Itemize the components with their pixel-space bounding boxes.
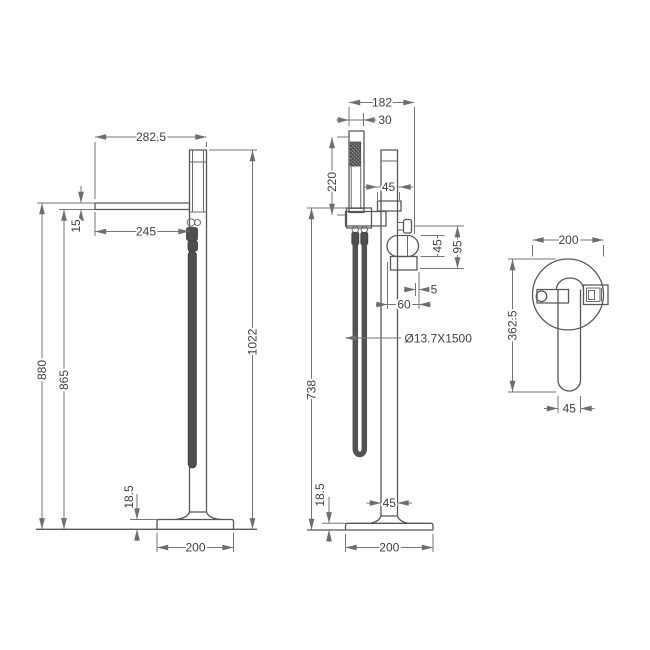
front-view-dimensions: 182 30 220 45 45 95 xyxy=(303,94,475,557)
dim-side-spout-thickness: 15 xyxy=(69,219,83,233)
dim-front-overall-width: 182 xyxy=(372,96,392,110)
side-hose-coupling-2 xyxy=(194,219,201,226)
top-holder-arm xyxy=(536,288,570,304)
front-diverter-knob xyxy=(402,218,413,234)
side-hose-nut xyxy=(186,227,198,241)
dim-side-spout-reach: 282.5 xyxy=(136,130,166,144)
top-spout xyxy=(557,289,582,392)
top-handle-inner xyxy=(586,287,601,302)
dim-front-handle-reach: 60 xyxy=(397,298,411,312)
front-handshower xyxy=(348,130,365,214)
front-hose-nut-2 xyxy=(360,232,369,245)
side-shower-hose xyxy=(187,250,197,469)
side-base-fillet xyxy=(175,511,221,521)
front-diverter-stem xyxy=(397,222,404,231)
dim-top-base-diameter: 200 xyxy=(558,233,578,247)
side-view: 282.5 1022 880 865 15 245 18.5 xyxy=(33,128,262,557)
top-holder-end xyxy=(535,290,548,303)
dim-front-handset-length: 220 xyxy=(325,172,339,192)
top-view-object xyxy=(531,258,609,392)
top-base-plate xyxy=(531,258,605,331)
front-shower-hose-loop xyxy=(352,244,368,458)
dim-front-base-thickness: 18.5 xyxy=(313,483,327,507)
front-handshower-lines xyxy=(349,166,364,209)
dim-front-riser-height: 738 xyxy=(305,380,319,400)
top-handle-detail xyxy=(588,290,595,300)
side-hose-coupling xyxy=(186,218,196,227)
front-view-object xyxy=(307,130,434,531)
front-lever-handle xyxy=(386,234,420,258)
dim-front-valve-height: 95 xyxy=(451,240,465,254)
side-view-dimensions: 282.5 1022 880 865 15 245 18.5 xyxy=(33,128,262,557)
dim-front-spout-body-width: 45 xyxy=(382,180,396,194)
side-handset-lines xyxy=(189,150,207,213)
dim-side-spout-bottom-height: 865 xyxy=(57,370,71,390)
dim-side-spout-projection: 245 xyxy=(136,225,156,239)
side-hose-nut-2 xyxy=(187,240,198,252)
dim-side-base-diameter: 200 xyxy=(185,541,205,555)
dim-side-overall-height: 1022 xyxy=(246,328,260,355)
dim-front-handset-diameter: 30 xyxy=(378,113,392,127)
top-column-dome xyxy=(555,277,585,290)
dim-front-riser-width: 45 xyxy=(383,496,397,510)
front-valve-body xyxy=(389,255,418,271)
dim-front-hose-spec: Ø13.7X1500 xyxy=(405,332,473,346)
side-base-plate xyxy=(156,518,235,530)
dim-front-base-diameter: 200 xyxy=(379,541,399,555)
front-base-plate xyxy=(344,522,434,530)
top-view: 200 362.5 45 xyxy=(504,231,609,418)
front-handshower-grip xyxy=(349,141,362,167)
front-holder-clamp xyxy=(345,207,373,229)
dim-top-spout-length: 362.5 xyxy=(506,310,520,340)
front-hose-coupling xyxy=(351,225,359,234)
dim-side-spout-top-height: 880 xyxy=(35,360,49,380)
top-lever-handle xyxy=(582,284,609,306)
front-view: 182 30 220 45 45 95 xyxy=(303,94,475,557)
front-hose-coupling-2 xyxy=(360,225,368,234)
side-spout xyxy=(94,202,191,211)
dim-front-handle-thickness: 45 xyxy=(431,239,445,253)
dim-front-handle-offset: 5 xyxy=(431,283,438,297)
front-riser-column xyxy=(380,149,399,517)
front-hose-nut xyxy=(351,232,360,245)
front-base-fillet xyxy=(368,515,410,525)
front-spout-hub xyxy=(376,200,402,212)
front-holder-arm xyxy=(344,210,387,227)
side-view-object xyxy=(36,149,257,530)
dim-side-base-thickness: 18.5 xyxy=(122,485,136,509)
dim-top-spout-width: 45 xyxy=(563,402,577,416)
top-view-dimensions: 200 362.5 45 xyxy=(504,231,604,418)
